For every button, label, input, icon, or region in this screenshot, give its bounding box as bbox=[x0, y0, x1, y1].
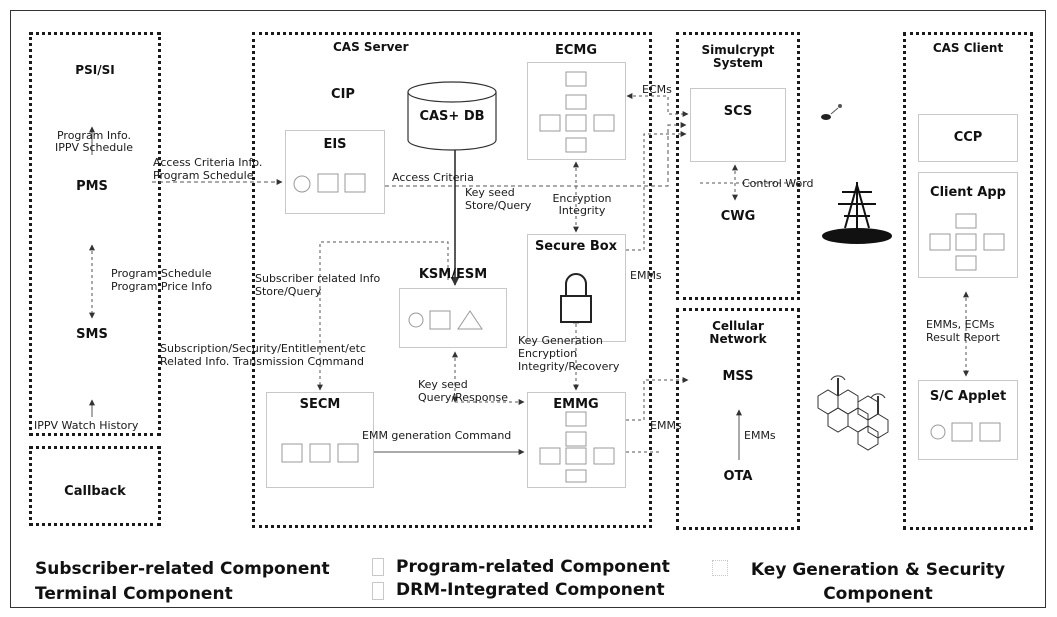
client-app-shapes bbox=[930, 214, 1004, 270]
sc-applet-shapes bbox=[931, 423, 1000, 441]
emm-generation-label: EMM generation Command bbox=[362, 430, 511, 443]
ippv-watch-label: IPPV Watch History bbox=[34, 420, 138, 433]
control-word-label: Control Word bbox=[742, 178, 814, 191]
transmission-tower-icon bbox=[823, 182, 891, 243]
ecmg-shapes bbox=[540, 72, 614, 152]
cwg-label: CWG bbox=[721, 210, 756, 225]
mss-label: MSS bbox=[722, 370, 753, 385]
emms-secure-label: EMMs bbox=[630, 270, 662, 283]
legend-terminal: Terminal Component bbox=[35, 585, 233, 605]
ecmg-label: ECMG bbox=[555, 44, 597, 59]
emms-emmg-label: EMMs bbox=[650, 420, 682, 433]
cas-db-label: CAS+ DB bbox=[419, 110, 484, 125]
access-criteria-label: Access Criteria bbox=[392, 172, 474, 185]
subscriber-related-label: Subscriber related Info Store/Query bbox=[255, 272, 380, 298]
ksm-esm-label: KSM/ESM bbox=[419, 268, 487, 283]
ota-label: OTA bbox=[724, 470, 753, 485]
emmg-label: EMMG bbox=[553, 398, 598, 413]
legend-program: Program-related Component bbox=[396, 558, 670, 578]
encryption-integrity-label: Encryption Integrity bbox=[552, 193, 611, 217]
sc-applet-label: S/C Applet bbox=[930, 390, 1006, 405]
cellular-network-icon bbox=[818, 376, 888, 450]
sms-label: SMS bbox=[76, 328, 108, 343]
cas-server-title: CAS Server bbox=[333, 41, 409, 55]
ksm-shapes bbox=[409, 311, 482, 329]
lock-icon bbox=[561, 274, 591, 322]
legend-drm: DRM-Integrated Component bbox=[396, 581, 665, 601]
simulcrypt-title: Simulcrypt System bbox=[701, 44, 774, 70]
legend-subscriber: Subscriber-related Component bbox=[35, 560, 330, 580]
cellular-title: Cellular Network bbox=[709, 320, 766, 346]
legend-keygen-swatch bbox=[712, 560, 728, 576]
psi-si-title: PSI/SI bbox=[75, 64, 114, 78]
program-info-label: Program Info. IPPV Schedule bbox=[55, 130, 133, 154]
key-seed-store-label: Key seed Store/Query bbox=[465, 186, 531, 212]
emms-secure-arrow bbox=[626, 134, 686, 250]
legend-program-swatch bbox=[372, 558, 384, 576]
emmg-shapes bbox=[540, 412, 614, 482]
subscription-command-label: Subscription/Security/Entitlement/etc Re… bbox=[160, 342, 366, 368]
program-schedule-price-label: Program Schedule Program Price Info bbox=[111, 267, 212, 293]
callback-label: Callback bbox=[64, 485, 126, 500]
emms-emmg-arrow bbox=[626, 380, 688, 420]
eis-shapes bbox=[294, 174, 365, 192]
secm-label: SECM bbox=[300, 398, 341, 413]
secure-box-label: Secure Box bbox=[535, 240, 617, 255]
access-criteria-info-label: Access Criteria Info. Program Schedule bbox=[153, 156, 262, 182]
eis-label: EIS bbox=[323, 138, 346, 153]
cas-client-title: CAS Client bbox=[933, 42, 1003, 56]
scs-label: SCS bbox=[724, 105, 753, 120]
key-seed-query-label: Key seed Query/Response bbox=[418, 378, 508, 404]
satellite-icon bbox=[821, 104, 842, 120]
legend-drm-swatch bbox=[372, 582, 384, 600]
ecms-arrow bbox=[627, 96, 688, 114]
pms-label: PMS bbox=[76, 180, 108, 195]
emms-ota-label: EMMs bbox=[744, 430, 776, 443]
ecms-label: ECMs bbox=[642, 84, 672, 97]
ccp-label: CCP bbox=[954, 131, 983, 146]
key-generation-label: Key Generation Encryption Integrity/Reco… bbox=[518, 334, 619, 373]
cip-label: CIP bbox=[331, 88, 355, 103]
client-app-label: Client App bbox=[930, 186, 1006, 201]
legend-keygen: Key Generation & Security Component bbox=[751, 558, 1005, 606]
emms-ecms-report-label: EMMs, ECMs Result Report bbox=[926, 318, 1000, 344]
secm-shapes bbox=[282, 444, 358, 462]
